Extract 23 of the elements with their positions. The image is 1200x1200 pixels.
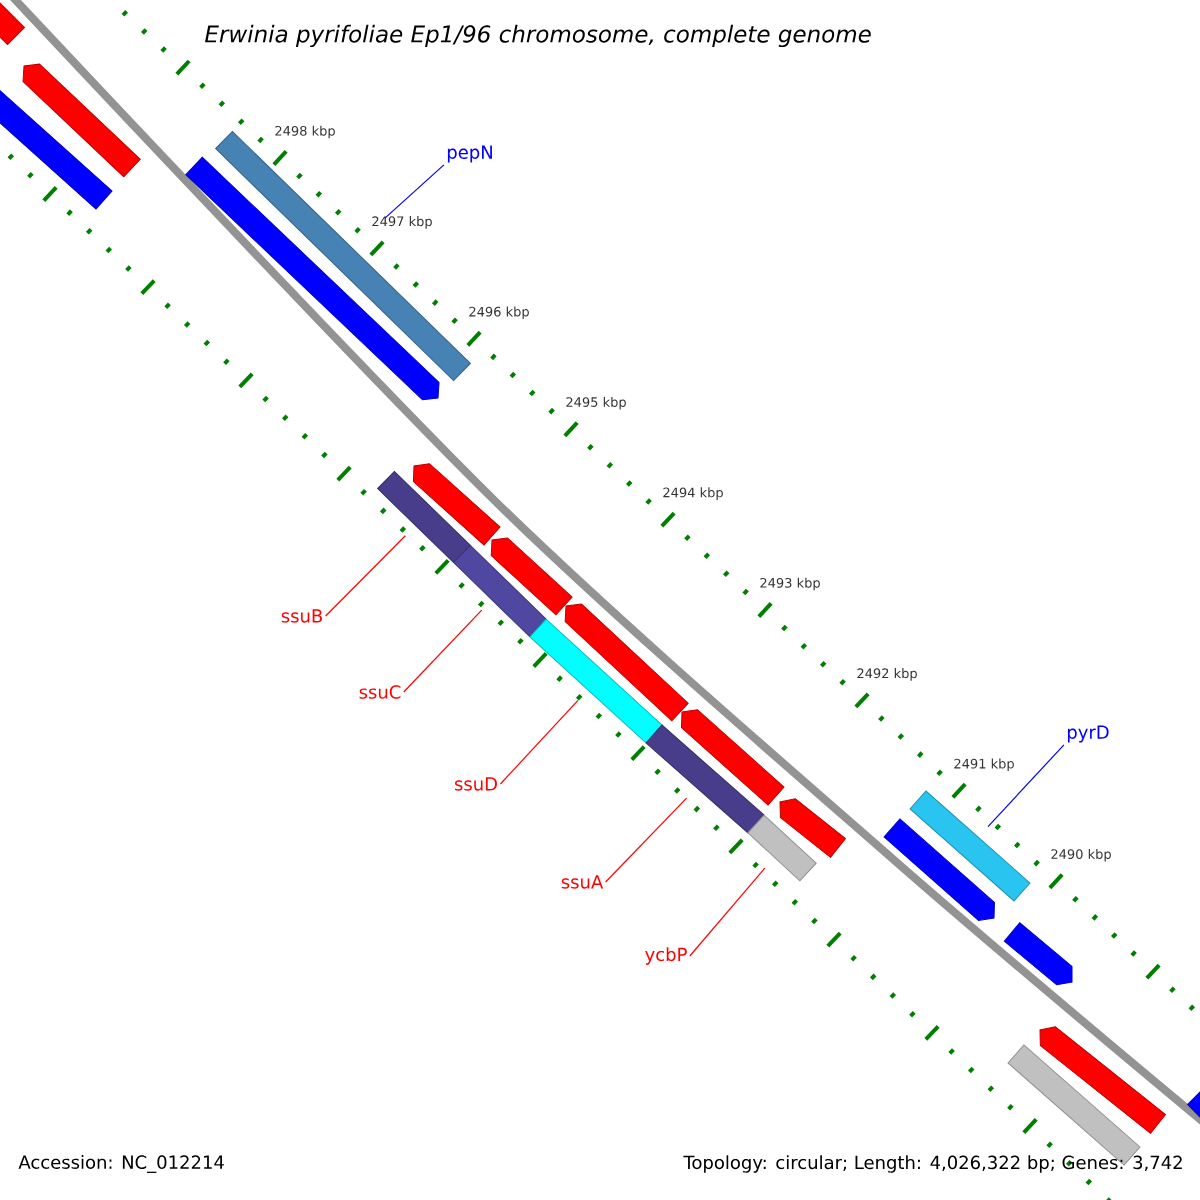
leader-line bbox=[987, 744, 1065, 828]
leader-line bbox=[325, 535, 406, 617]
gene-bar bbox=[747, 814, 817, 882]
leader-line bbox=[689, 867, 766, 957]
gene-label: pepN bbox=[447, 145, 492, 163]
leader-line bbox=[605, 797, 688, 883]
gene-bar bbox=[529, 618, 663, 744]
gene-label: ycbP bbox=[645, 947, 687, 965]
gene-bar bbox=[645, 724, 765, 834]
gene-label: ssuC bbox=[359, 685, 401, 699]
gene-label: ssuB bbox=[281, 609, 322, 623]
genome-info-label: Topology: circular; Length: 4,026,322 bp; Genes: 3,742 bbox=[683, 1155, 1182, 1173]
gene-bar bbox=[453, 544, 547, 638]
leader-line bbox=[403, 609, 483, 693]
gene-bar bbox=[377, 470, 471, 564]
gene-label: pyrD bbox=[1067, 725, 1109, 743]
gene-label: ssuA bbox=[561, 875, 604, 889]
gene-label: ssuD bbox=[454, 777, 497, 791]
gene-bar bbox=[909, 790, 1031, 902]
accession-label: Accession: NC_012214 bbox=[18, 1155, 224, 1173]
leader-line bbox=[499, 699, 579, 785]
leader-line bbox=[384, 164, 445, 219]
title: Erwinia pyrifoliae Ep1/96 chromosome, complete genome bbox=[200, 20, 876, 52]
